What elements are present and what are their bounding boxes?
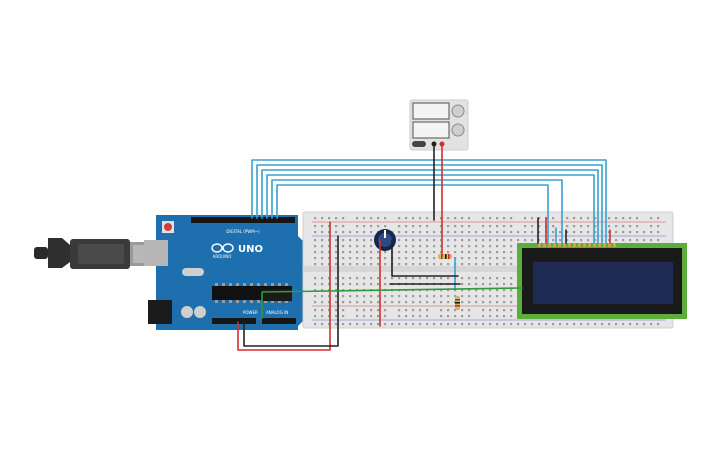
power-header [212, 318, 256, 324]
resistor[interactable] [438, 254, 452, 259]
lcd-screen [533, 262, 673, 304]
power-header-label: POWER [243, 310, 258, 315]
green-wire [261, 287, 523, 319]
usb-cable[interactable] [34, 238, 160, 269]
arduino-logo [211, 243, 234, 253]
capacitor [194, 306, 206, 318]
board-model-label: UNO [238, 244, 263, 255]
crystal [182, 268, 204, 276]
analog-header [262, 318, 296, 324]
usb-jack [144, 240, 168, 266]
lcd-pins [538, 243, 616, 247]
voltage-display [412, 102, 450, 120]
ic-chip[interactable] [262, 289, 292, 301]
positive-terminal [439, 141, 445, 147]
lcd-16x2[interactable] [517, 243, 687, 319]
analog-header-label: ANALOG IN [266, 310, 288, 315]
power-switch[interactable] [412, 141, 426, 147]
arduino-uno-board[interactable]: DIGITAL (PWM~) UNO ARDUINO [144, 215, 304, 330]
brand-label: ARDUINO [213, 254, 232, 259]
red-wires [237, 144, 611, 351]
current-knob[interactable] [451, 123, 465, 137]
potentiometer-knob-marker [384, 230, 386, 238]
dc-power-supply[interactable] [409, 99, 469, 151]
voltage-knob[interactable] [451, 104, 465, 118]
digital-header-label: DIGITAL (PWM~) [226, 229, 260, 234]
current-display [412, 121, 450, 139]
power-jack [148, 300, 172, 324]
blue-wires [251, 159, 607, 291]
capacitor [181, 306, 193, 318]
resistor[interactable] [455, 296, 460, 310]
negative-terminal [431, 141, 437, 147]
digital-header [191, 217, 295, 223]
black-wires [243, 144, 567, 347]
